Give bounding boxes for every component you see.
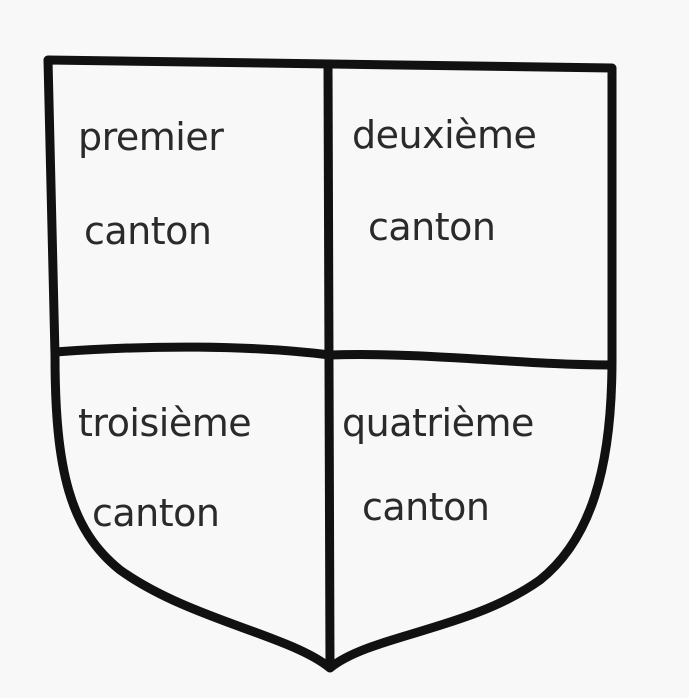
vertical-divider	[323, 61, 335, 669]
quarter-4-line2: canton	[362, 485, 490, 529]
quarter-4-line1: quatrième	[342, 401, 534, 445]
quarter-1-line2: canton	[84, 209, 212, 253]
quarter-2-line1: deuxième	[352, 113, 537, 157]
quarter-3-line2: canton	[92, 491, 220, 535]
quarter-3-line1: troisième	[78, 401, 252, 445]
horizontal-divider	[54, 342, 613, 370]
quarter-2-line2: canton	[368, 205, 496, 249]
quarter-1-line1: premier	[78, 115, 224, 159]
